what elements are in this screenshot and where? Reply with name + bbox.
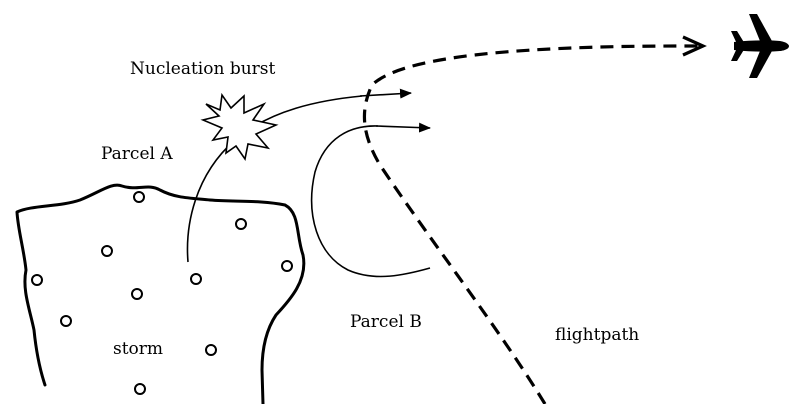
airplane-icon (731, 14, 789, 78)
storm-droplets (31, 191, 293, 395)
droplet-circle-icon (101, 245, 113, 257)
parcel-b-arrow (375, 122, 431, 133)
droplet-circle-icon (205, 344, 217, 356)
flightpath-arrowhead (682, 35, 707, 57)
droplet-circle-icon (190, 273, 202, 285)
flightpath-line (362, 44, 701, 404)
droplet-circle-icon (281, 260, 293, 272)
droplet-circle-icon (134, 383, 146, 395)
droplet-circle-icon (31, 274, 43, 286)
storm-outline (15, 183, 306, 404)
droplet-circle-icon (60, 315, 72, 327)
droplet-circle-icon (235, 218, 247, 230)
parcel-b-trajectory (310, 125, 431, 278)
starburst-icon (200, 92, 279, 162)
droplet-circle-icon (131, 288, 143, 300)
nucleation-burst-label: Nucleation burst (130, 59, 276, 79)
flightpath-label: flightpath (555, 325, 640, 345)
parcel-b-label: Parcel B (350, 312, 422, 332)
parcel-a-label: Parcel A (101, 144, 173, 164)
storm-label: storm (113, 339, 164, 359)
droplet-circle-icon (133, 191, 145, 203)
